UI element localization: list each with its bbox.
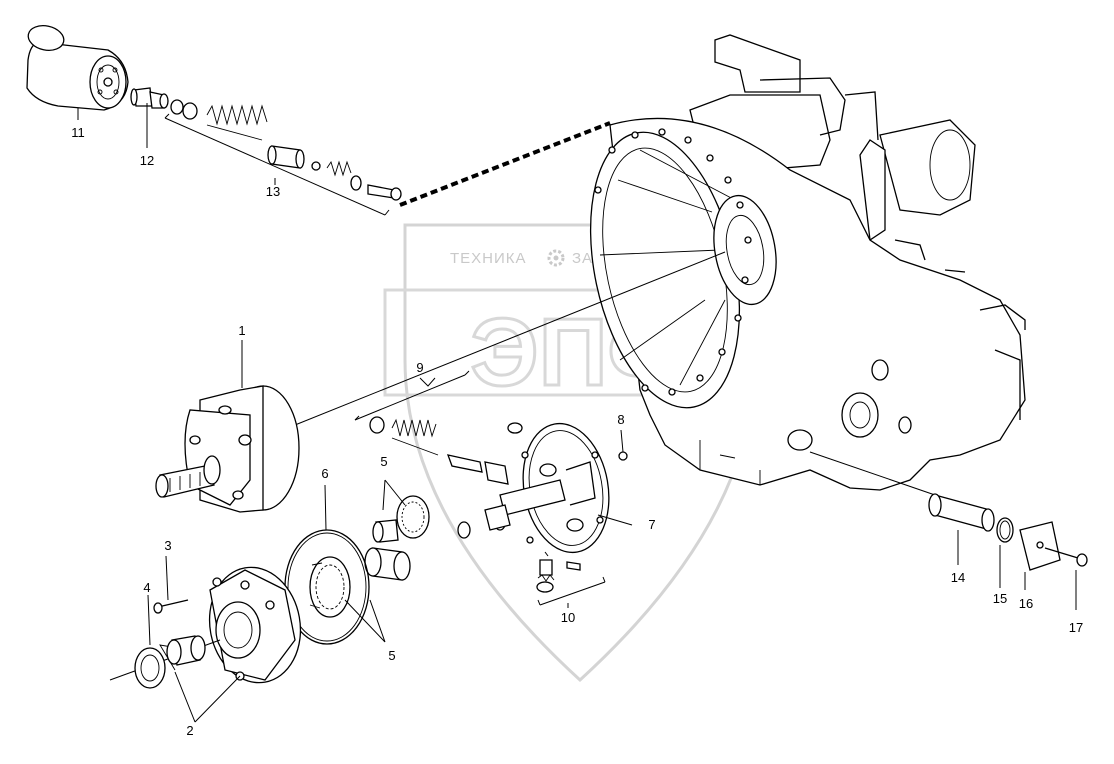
o-ring-part-6 <box>284 484 370 645</box>
callout-9: 9 <box>416 360 423 375</box>
bolt-part-17 <box>1044 547 1088 610</box>
assembly-line-14 <box>809 451 936 496</box>
bushing-part-2 <box>166 635 206 666</box>
callout-16: 16 <box>1019 596 1033 611</box>
gear-lower-part-5 <box>309 556 386 643</box>
bushing <box>364 521 471 581</box>
gear-set-part-5 <box>372 479 430 543</box>
callout-5b: 5 <box>388 648 395 663</box>
callout-7: 7 <box>648 517 655 532</box>
callout-11: 11 <box>71 125 85 140</box>
pump-cover-part-2 <box>109 566 302 684</box>
callout-17: 17 <box>1069 620 1083 635</box>
part-set-10 <box>536 551 606 606</box>
callout-15: 15 <box>993 591 1007 606</box>
bolt-part-3 <box>153 555 189 614</box>
assembly-line-13 <box>399 121 611 207</box>
pump-assembly-part-1 <box>155 385 300 513</box>
callout-12: 12 <box>140 153 154 168</box>
sleeve-part-14 <box>928 493 995 565</box>
leader-2 <box>174 671 241 723</box>
callout-4: 4 <box>143 580 150 595</box>
callout-8: 8 <box>617 412 624 427</box>
fitting-part-12 <box>130 87 169 109</box>
callout-3: 3 <box>164 538 171 553</box>
callout-13: 13 <box>266 184 280 199</box>
callout-6: 6 <box>321 466 328 481</box>
plug-part-8 <box>618 429 628 461</box>
pump-body-part-7 <box>484 422 610 554</box>
valve-kit-part-13 <box>164 99 402 216</box>
callout-1: 1 <box>238 323 245 338</box>
callout-2: 2 <box>186 723 193 738</box>
seal-part-4 <box>134 594 166 689</box>
o-ring-part-15 <box>996 517 1014 588</box>
callout-labels: 1 2 3 4 5 5 6 7 8 9 10 11 12 13 14 15 16… <box>71 125 1083 738</box>
valve-kit-part-9 <box>354 370 523 485</box>
assembly-line-1 <box>294 251 726 426</box>
oil-filter-part-11 <box>26 25 129 111</box>
callout-10: 10 <box>561 610 575 625</box>
watermark-left-text: ТЕХНИКА <box>450 250 527 267</box>
gear-icon <box>547 249 565 267</box>
callout-14: 14 <box>951 570 965 585</box>
callout-5a: 5 <box>380 454 387 469</box>
transmission-housing <box>589 34 1026 491</box>
cover-plate-part-16 <box>1019 521 1061 590</box>
